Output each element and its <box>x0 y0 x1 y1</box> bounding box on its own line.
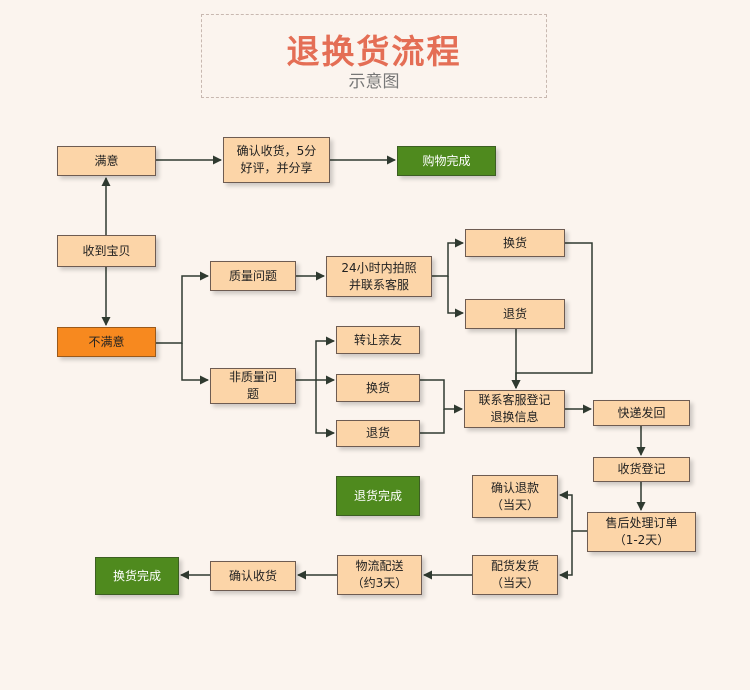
node-unsatisfied: 不满意 <box>57 327 156 357</box>
node-register-info: 联系客服登记 退换信息 <box>464 390 565 428</box>
node-logistics: 物流配送 （约3天） <box>337 555 422 595</box>
edge-aftersales-refund <box>559 490 587 532</box>
edge-unsatisfied-quality <box>156 271 209 344</box>
node-exchange-complete: 换货完成 <box>95 557 179 595</box>
node-non-quality-issue: 非质量问 题 <box>210 368 296 404</box>
node-after-sales-order: 售后处理订单 （1-2天） <box>587 512 696 552</box>
edge-unsatisfied-nonquality <box>181 343 209 385</box>
edge-nonquality-return <box>315 380 335 438</box>
edge-aftersales-ship <box>559 531 573 580</box>
title-box: 退换货流程 示意图 <box>201 14 547 98</box>
node-satisfied: 满意 <box>57 146 156 176</box>
edge-photo-return <box>447 276 464 318</box>
node-photo-contact: 24小时内拍照 并联系客服 <box>326 256 432 297</box>
edge-return2-register <box>420 409 445 434</box>
node-confirm-receipt: 确认收货 <box>210 561 296 591</box>
diagram-title: 退换货流程 <box>286 32 462 71</box>
node-return-1: 退货 <box>465 299 565 329</box>
node-return-2: 退货 <box>336 420 420 447</box>
node-receive-item: 收到宝贝 <box>57 235 156 267</box>
node-confirm-receipt-review: 确认收货，5分 好评，并分享 <box>223 137 330 183</box>
edge-photo-exchange <box>432 238 464 277</box>
node-express-back: 快递发回 <box>593 400 690 426</box>
node-return-complete: 退货完成 <box>336 476 420 516</box>
node-exchange-2: 换货 <box>336 374 420 402</box>
node-quality-issue: 质量问题 <box>210 261 296 291</box>
node-exchange-1: 换货 <box>465 229 565 257</box>
diagram-subtitle: 示意图 <box>348 72 400 92</box>
edge-nonquality-transfer <box>296 336 335 381</box>
edge-exchange2-register <box>420 379 463 414</box>
node-purchase-complete: 购物完成 <box>397 146 496 176</box>
node-ship-same-day: 配货发货 （当天） <box>472 555 558 595</box>
node-confirm-refund: 确认退款 （当天） <box>472 475 558 518</box>
node-transfer-friend: 转让亲友 <box>336 326 420 354</box>
node-receipt-register: 收货登记 <box>593 457 690 482</box>
